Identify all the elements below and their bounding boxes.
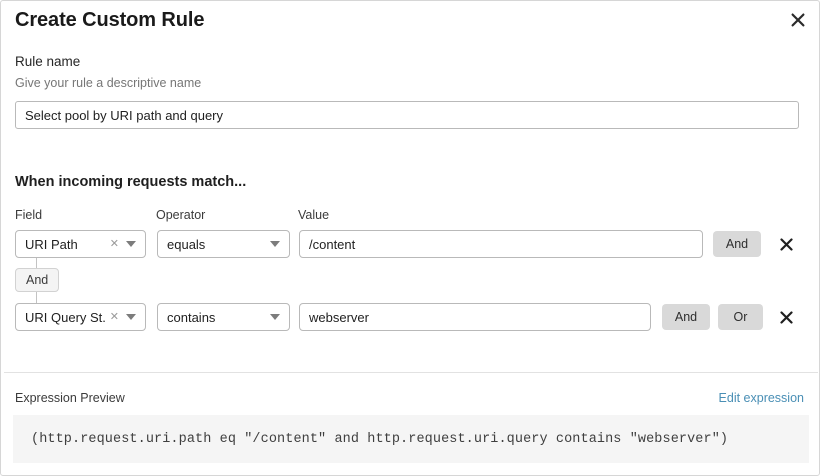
expression-preview-text: (http.request.uri.path eq "/content" and…: [31, 431, 729, 447]
field-select-row-2-value: URI Query St...: [25, 309, 106, 325]
connector-and-chip[interactable]: And: [15, 268, 60, 292]
and-button-row-2[interactable]: And: [662, 304, 710, 330]
rule-name-label: Rule name: [15, 54, 81, 69]
chevron-down-icon: [270, 241, 280, 247]
and-button-row-1[interactable]: And: [713, 231, 761, 257]
delete-condition-row-1-icon[interactable]: [776, 234, 796, 254]
connector-line-top: [36, 258, 37, 269]
close-icon[interactable]: [785, 7, 811, 33]
connector-line-bottom: [36, 292, 37, 303]
delete-condition-row-2-icon[interactable]: [776, 307, 796, 327]
chevron-down-icon: [126, 241, 136, 247]
clear-icon[interactable]: ✕: [109, 310, 119, 323]
operator-select-row-1[interactable]: equals: [157, 230, 290, 258]
rule-name-hint: Give your rule a descriptive name: [15, 76, 202, 90]
operator-select-row-1-value: equals: [167, 236, 206, 252]
operator-select-row-2[interactable]: contains: [157, 303, 290, 331]
column-header-field: Field: [15, 208, 43, 222]
edit-expression-link[interactable]: Edit expression: [718, 391, 804, 405]
chevron-down-icon: [126, 314, 136, 320]
or-button-row-2[interactable]: Or: [718, 304, 763, 330]
column-header-value: Value: [298, 208, 330, 222]
expression-preview-label: Expression Preview: [15, 391, 125, 405]
expression-preview-band: (http.request.uri.path eq "/content" and…: [13, 415, 809, 463]
column-header-operator: Operator: [156, 208, 206, 222]
chevron-down-icon: [270, 314, 280, 320]
section-divider: [4, 372, 818, 373]
value-input-row-2[interactable]: [299, 303, 651, 331]
rule-name-input[interactable]: [15, 101, 799, 129]
field-select-row-1-value: URI Path: [25, 236, 78, 252]
conditions-heading: When incoming requests match...: [15, 174, 247, 190]
operator-select-row-2-value: contains: [167, 309, 216, 325]
value-input-row-1[interactable]: [299, 230, 703, 258]
dialog-title: Create Custom Rule: [15, 9, 205, 31]
field-select-row-2[interactable]: URI Query St... ✕: [15, 303, 146, 331]
field-select-row-1[interactable]: URI Path ✕: [15, 230, 146, 258]
clear-icon[interactable]: ✕: [109, 237, 119, 250]
